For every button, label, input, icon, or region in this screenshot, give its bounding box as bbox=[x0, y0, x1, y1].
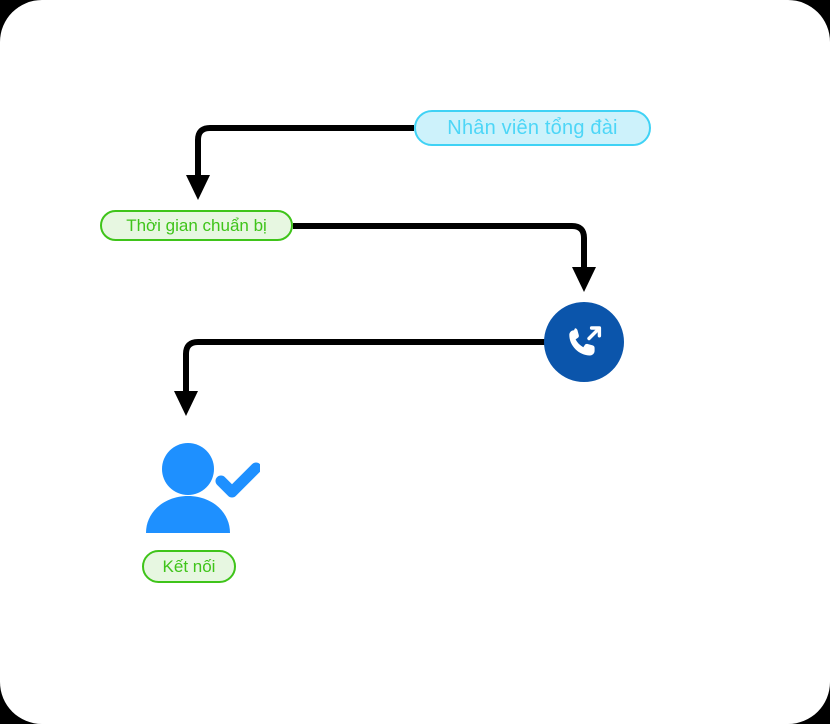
edge-call-to-connected bbox=[174, 339, 548, 416]
node-operator[interactable]: Nhân viên tổng đài bbox=[414, 110, 651, 146]
node-outgoing-call[interactable] bbox=[544, 302, 624, 382]
node-operator-label: Nhân viên tổng đài bbox=[447, 116, 618, 139]
edge-operator-to-preparation bbox=[186, 125, 414, 200]
node-connected-label-text: Kết nối bbox=[162, 556, 216, 576]
edge-preparation-to-call bbox=[293, 223, 596, 292]
node-preparation[interactable]: Thời gian chuẩn bị bbox=[100, 210, 293, 241]
node-connected-user[interactable] bbox=[144, 441, 260, 535]
user-check-icon bbox=[144, 441, 260, 535]
node-connected-label[interactable]: Kết nối bbox=[142, 550, 236, 583]
outgoing-call-icon bbox=[561, 319, 607, 365]
node-preparation-label: Thời gian chuẩn bị bbox=[126, 215, 267, 235]
